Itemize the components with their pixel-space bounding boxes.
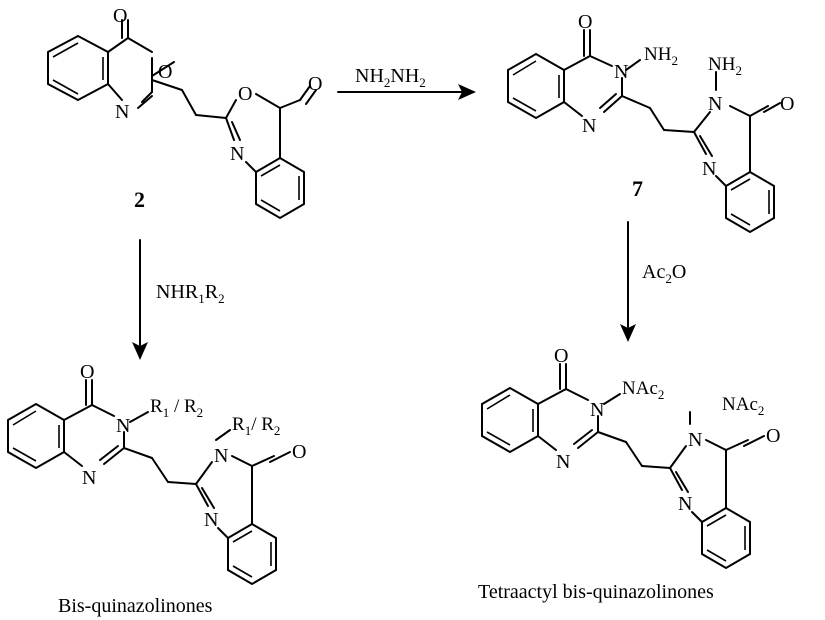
bq-r-right: R1/ R2	[232, 414, 280, 438]
ta-nac2-left: NAc2	[622, 378, 664, 402]
acetic-anhydride-label: Ac2O	[642, 261, 686, 286]
ta-n1-right: N	[678, 493, 692, 515]
ring-o-right: O	[238, 83, 252, 105]
carbonyl-o-right: O	[308, 73, 322, 95]
c7-n1-left: N	[582, 115, 596, 137]
hydrazine-arrow	[337, 84, 476, 100]
c7-nh2-left: NH2	[644, 44, 678, 68]
compound-2-structure	[47, 19, 317, 220]
bq-n3-right: N	[214, 445, 228, 467]
c7-n3-left: N	[614, 61, 628, 83]
c7-carbonyl-o-left: O	[578, 11, 592, 33]
carbonyl-o-left: O	[113, 5, 127, 27]
bq-n1-right: N	[204, 509, 218, 531]
ta-carbonyl-o-left: O	[554, 345, 568, 367]
bis-quinazolinones-caption: Bis-quinazolinones	[58, 595, 213, 617]
tetraacetyl-structure	[481, 363, 765, 570]
acetic-anhydride-arrow	[620, 221, 636, 342]
compound-7-number: 7	[632, 176, 643, 201]
ta-nac2-right: NAc2	[722, 394, 764, 418]
ta-n1-left: N	[556, 451, 570, 473]
tetraacetyl-caption: Tetraactyl bis-quinazolinones	[478, 581, 714, 603]
bq-carbonyl-o-right: O	[292, 441, 306, 463]
bq-carbonyl-o-left: O	[80, 361, 94, 383]
c7-nh2-right: NH2	[708, 54, 742, 78]
bq-n1-left: N	[82, 467, 96, 489]
bis-quinazolinone-structure	[7, 379, 291, 586]
ta-carbonyl-o-right: O	[766, 425, 780, 447]
hydrazine-label: NH2NH2	[355, 65, 426, 90]
c7-carbonyl-o-right: O	[780, 93, 794, 115]
ta-n3-right: N	[688, 429, 702, 451]
bq-n3-left: N	[116, 415, 130, 437]
c7-n3-right: N	[708, 93, 722, 115]
ring-n-left: N	[115, 101, 129, 123]
amine-label: NHR1R2	[156, 281, 225, 306]
ring-n-right: N	[230, 143, 244, 165]
bq-r-left: R1 / R2	[150, 396, 203, 420]
ta-n3-left: N	[590, 399, 604, 421]
ring-o-left: O	[158, 61, 172, 83]
compound-2-number: 2	[134, 187, 145, 212]
c7-n1-right: N	[702, 158, 716, 180]
amine-arrow	[132, 239, 148, 360]
compound-7-structure	[507, 29, 781, 234]
